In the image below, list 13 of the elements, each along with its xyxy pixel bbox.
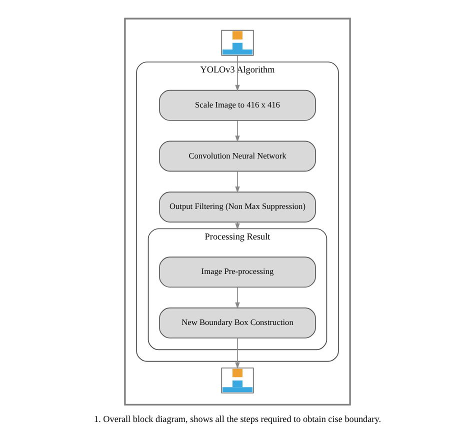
arrow bbox=[234, 338, 240, 370]
arrow bbox=[234, 286, 240, 310]
arrow bbox=[234, 120, 240, 142]
node-box: Image Pre-processing bbox=[158, 256, 316, 288]
arrow bbox=[234, 170, 240, 194]
node-box: Scale Image to 416 x 416 bbox=[158, 90, 316, 121]
cluster bbox=[124, 18, 350, 406]
node-box: New Boundary Box Construction bbox=[158, 308, 316, 338]
node-box: Output Filtering (Non Max Suppression) bbox=[158, 192, 316, 222]
arrow bbox=[234, 54, 240, 92]
arrow bbox=[234, 222, 240, 230]
node-box: Convolution Neural Network bbox=[158, 140, 316, 172]
caption: 1. Overall block diagram, shows all the steps required to obtain cise boundary. bbox=[94, 414, 380, 424]
